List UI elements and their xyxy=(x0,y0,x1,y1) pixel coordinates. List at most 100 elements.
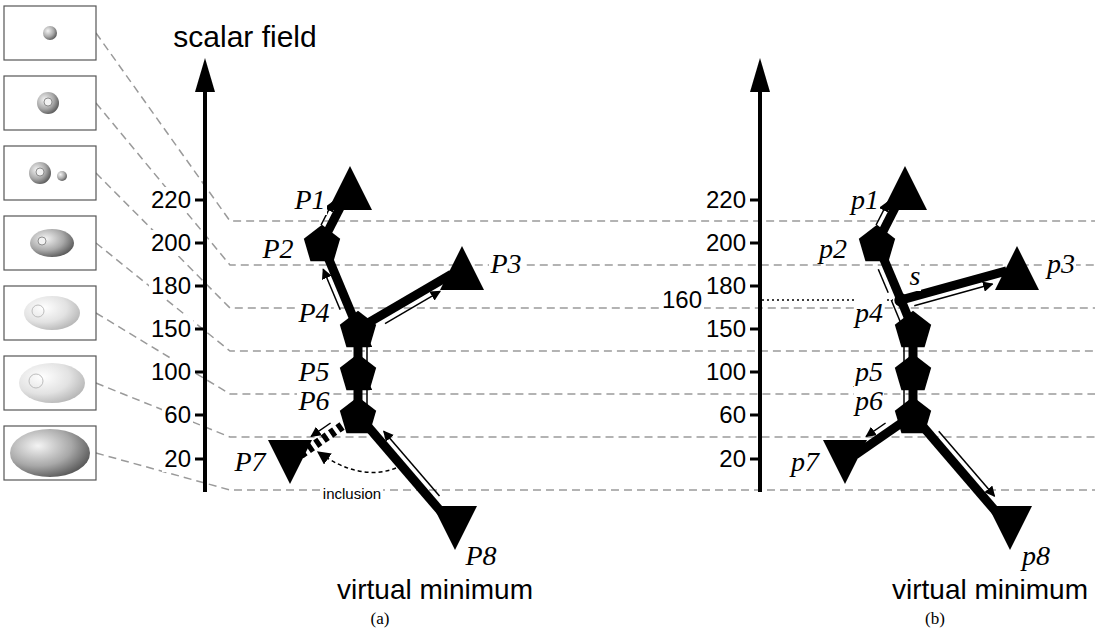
level-line xyxy=(96,383,1095,437)
tick-label: 150 xyxy=(149,316,193,342)
arc-line xyxy=(855,421,904,455)
axis-line xyxy=(758,88,762,492)
node-caption: virtual minimum xyxy=(335,575,535,606)
saddle-pentagon xyxy=(895,311,931,347)
tick-mark xyxy=(750,285,760,288)
node-shape xyxy=(894,396,932,434)
thumbnail-frame xyxy=(4,286,96,340)
node-shape xyxy=(822,439,868,485)
isosurface-hole xyxy=(44,98,52,106)
flow-arrow xyxy=(914,284,992,306)
level-line xyxy=(96,103,1095,265)
node-label: p8 xyxy=(1021,541,1051,570)
isosurface xyxy=(24,296,80,330)
thumbnail-frame xyxy=(4,146,96,200)
tick-mark xyxy=(195,242,205,245)
saddle-pentagon xyxy=(895,354,931,390)
level-line xyxy=(96,33,1095,221)
critical-point: P1 xyxy=(327,165,373,211)
node-label: p1 xyxy=(850,185,880,214)
tick-mark xyxy=(750,242,760,245)
node-shape xyxy=(327,165,373,211)
node-label: P5 xyxy=(297,357,330,386)
node-label: P7 xyxy=(233,447,266,476)
minimum-triangle xyxy=(268,440,312,484)
critical-point: P2 xyxy=(303,224,341,262)
node-label: p4 xyxy=(854,298,884,327)
saddle-pentagon xyxy=(340,311,376,347)
node-shape xyxy=(994,245,1040,291)
critical-point: P8 xyxy=(432,505,478,551)
node-shape xyxy=(894,293,908,307)
node-label: P1 xyxy=(293,185,326,214)
level-line xyxy=(96,173,1095,308)
flow-arrow xyxy=(939,431,995,496)
critical-point: p1 xyxy=(882,165,928,211)
tick-label: 100 xyxy=(149,359,193,385)
critical-point: p5 xyxy=(894,353,932,391)
node-label: P4 xyxy=(297,298,330,327)
tick-mark xyxy=(750,414,760,417)
arc-line xyxy=(367,274,452,324)
node-label: s xyxy=(909,261,922,290)
tick-label: 60 xyxy=(717,402,748,428)
tick-label: 160 xyxy=(660,287,704,313)
critical-point: P4 xyxy=(339,310,377,348)
tick-mark xyxy=(195,414,205,417)
tick-label: 220 xyxy=(149,187,193,213)
axis-title: scalar field xyxy=(171,20,318,53)
tick-mark xyxy=(750,328,760,331)
tick-label: 180 xyxy=(704,273,748,299)
axis-arrowhead xyxy=(195,58,215,92)
node-label: P6 xyxy=(297,386,330,415)
tick-mark xyxy=(750,199,760,202)
isosurface-hole xyxy=(36,168,44,176)
arc-line xyxy=(365,424,446,518)
isosurface xyxy=(57,171,67,181)
critical-point: p8 xyxy=(987,505,1033,551)
tick-mark xyxy=(195,328,205,331)
panel-label: (b) xyxy=(923,610,947,629)
maximum-triangle xyxy=(440,246,484,290)
thumbnail-frame xyxy=(4,6,96,60)
critical-point: p3 xyxy=(994,245,1040,291)
saddle-pentagon xyxy=(304,225,340,261)
flow-arrow xyxy=(878,269,888,293)
tick-label: 100 xyxy=(704,359,748,385)
node-shape xyxy=(339,396,377,434)
tree-arc xyxy=(300,421,349,455)
inner-surface xyxy=(32,305,44,317)
tree-arc xyxy=(920,424,1001,518)
tick-label: 200 xyxy=(704,230,748,256)
level-line xyxy=(96,243,1095,351)
inner-surface xyxy=(29,374,43,388)
maximum-triangle xyxy=(328,166,372,210)
node-shape xyxy=(858,224,896,262)
flow-arrow xyxy=(866,423,885,436)
node-shape xyxy=(267,439,313,485)
flow-arrow xyxy=(385,291,440,323)
tick-label: 200 xyxy=(149,230,193,256)
tick-label: 180 xyxy=(149,273,193,299)
axis-line xyxy=(203,88,207,492)
saddle-pentagon xyxy=(859,225,895,261)
node-label: p5 xyxy=(854,357,884,386)
tick-label: 150 xyxy=(704,316,748,342)
axis-arrowhead xyxy=(750,58,770,92)
isosurface xyxy=(43,26,57,40)
inclusion-arrow xyxy=(318,452,396,472)
annotation: inclusion xyxy=(321,486,383,503)
arc-line xyxy=(300,421,349,455)
saddle-dot xyxy=(894,293,907,306)
node-label: p3 xyxy=(1046,249,1076,278)
saddle-point: s xyxy=(894,293,908,307)
thumbnail-frame xyxy=(4,356,96,410)
tick-mark xyxy=(750,458,760,461)
critical-point: p4 xyxy=(894,310,932,348)
saddle-pentagon xyxy=(340,354,376,390)
node-label: P8 xyxy=(464,541,497,570)
isosurface-hole xyxy=(38,237,46,245)
critical-point: P6 xyxy=(339,396,377,434)
arc-line xyxy=(920,424,1001,518)
panel-label: (a) xyxy=(369,610,392,629)
